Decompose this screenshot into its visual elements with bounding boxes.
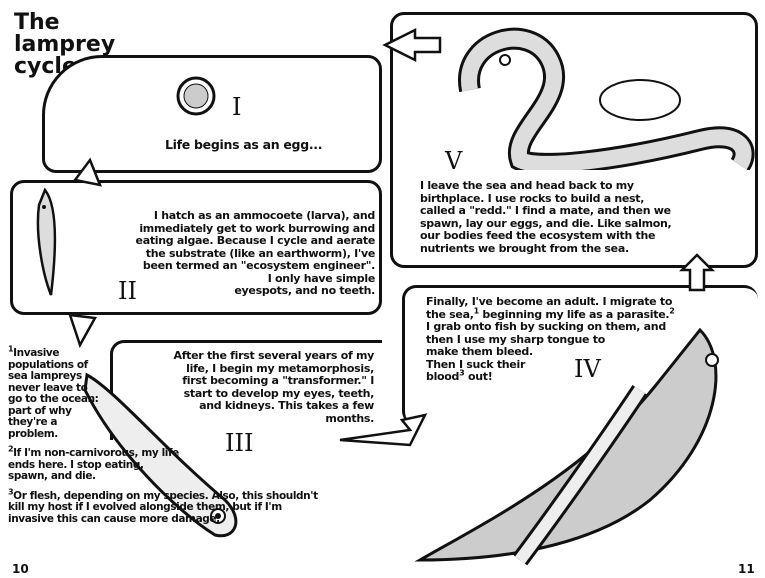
page-number-right: 11: [738, 562, 755, 576]
text-line: birthplace. I use rocks to build a nest,: [420, 191, 645, 205]
text-run: out!: [464, 370, 493, 383]
footnotes: 1Invasive populations of sea lampreys ne…: [8, 344, 328, 526]
text-line: start to develop my eyes, teeth,: [183, 386, 375, 400]
text-line: eating algae. Because I cycle and aerate: [135, 234, 376, 247]
panel-iv-text: Finally, I've become an adult. I migrate…: [426, 295, 756, 384]
spawning-lampreys-illustration: [458, 27, 755, 170]
footnote-text: Or flesh, depending on my species. Also,…: [8, 489, 318, 525]
text-line: called a "redd." I find a mate, and then…: [420, 204, 671, 217]
panel-iii: [110, 340, 382, 440]
text-run: beginning my life as a parasite.: [478, 307, 670, 321]
footnote-1: 1Invasive populations of sea lampreys ne…: [8, 344, 100, 440]
text-line: the sea,1 beginning my life as a parasit…: [426, 305, 756, 322]
arrow-icon: [68, 313, 97, 349]
text-run: the sea,: [426, 307, 474, 321]
text-line: nutrients we brought from the sea.: [420, 241, 629, 255]
footnote-ref: 1: [473, 305, 480, 315]
text-line: first becoming a "transformer." I: [182, 374, 374, 387]
text-line: then I use my sharp tongue to: [426, 332, 605, 346]
panel-ii-text: I hatch as an ammocoete (larva), and imm…: [75, 209, 376, 298]
panel-iv-numeral: IV: [574, 355, 601, 383]
text-line: blood3 out!: [426, 368, 756, 384]
panel-v-numeral: V: [445, 147, 463, 175]
panel-ii-numeral: II: [118, 277, 137, 305]
lamprey-on-fish-illustration: [414, 327, 719, 566]
text-line: the substrate (like an earthworm), I've: [145, 246, 376, 260]
page-title: The lamprey cycle: [14, 10, 116, 79]
text-run: blood: [426, 370, 460, 383]
transformer-lamprey-illustration: [83, 372, 238, 538]
panel-v-text: I leave the sea and head back to my birt…: [420, 179, 750, 255]
arrow-icon: [678, 253, 716, 292]
ammocoete-larva-illustration: [36, 187, 57, 296]
panel-iii-numeral: III: [225, 429, 254, 457]
footnote-mark: 2: [8, 444, 14, 454]
panel-i-numeral: I: [232, 93, 242, 121]
footnote-ref: 3: [459, 368, 465, 378]
text-line: and kidneys. This takes a few: [199, 399, 374, 412]
footnote-text: Invasive populations of sea lampreys nev…: [8, 347, 99, 440]
footnote-mark: 1: [8, 344, 14, 354]
egg-illustration: [176, 76, 216, 116]
arrow-icon: [339, 413, 428, 447]
panel-i: [42, 55, 382, 173]
panel-iii-text: After the first several years of my life…: [118, 349, 375, 425]
text-line: months.: [325, 411, 374, 425]
text-line: I hatch as an ammocoete (larva), and: [153, 209, 375, 222]
arrow-icon: [72, 157, 103, 187]
panel-i-text: Life begins as an egg...: [165, 137, 323, 152]
panel-ii: [10, 180, 382, 315]
footnote-mark: 3: [8, 487, 14, 496]
footnote-2: 2If I'm non-carnivorous, my life ends he…: [8, 444, 183, 483]
footnote-ref: 2: [669, 305, 675, 315]
page-number-left: 10: [12, 562, 29, 576]
text-line: eyespots, and no teeth.: [234, 284, 375, 297]
text-line: spawn, lay our eggs, and die. Like salmo…: [420, 216, 672, 230]
text-line: I only have simple: [267, 271, 376, 285]
text-line: After the first several years of my: [173, 349, 374, 362]
arrow-icon: [382, 27, 442, 63]
footnote-text: If I'm non-carnivorous, my life ends her…: [8, 447, 179, 482]
text-line: I grab onto fish by sucking on them, and: [426, 320, 666, 333]
footnote-3: 3Or flesh, depending on my species. Also…: [8, 488, 328, 526]
text-line: immediately get to work burrowing and: [139, 221, 375, 235]
panel-v: [390, 12, 758, 268]
text-line: I leave the sea and head back to my: [420, 179, 634, 192]
text-line: make them bleed.: [426, 345, 533, 358]
text-line: Then I suck their: [426, 357, 526, 371]
text-line: been termed an "ecosystem engineer".: [142, 259, 375, 272]
text-line: Finally, I've become an adult. I migrate…: [426, 295, 673, 308]
text-line: life, I begin my metamorphosis,: [186, 361, 374, 375]
text-line: our bodies feed the ecosystem with the: [420, 229, 656, 242]
